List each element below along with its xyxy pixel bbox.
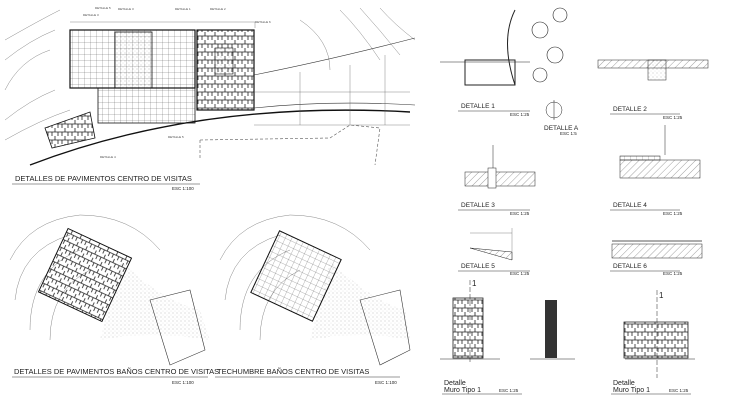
detail-5: DETALLE 5 ESC 1:25: [458, 228, 530, 276]
section-mark: 1: [659, 291, 664, 300]
detail-title: DETALLE 1: [461, 103, 495, 110]
detail-scale: ESC 1:25: [663, 271, 683, 276]
callout-label: DETALLE 1: [175, 7, 191, 11]
detail-scale: ESC 1:25: [663, 211, 683, 216]
muro-scale: ESC 1:25: [669, 388, 689, 393]
callout-label: DETALLE 5: [168, 135, 184, 139]
detail-scale: ESC 1:25: [510, 211, 530, 216]
detail-title: DETALLE 2: [613, 106, 647, 113]
section-mark: 1: [472, 279, 477, 288]
plan-banos-scale: ESC 1:100: [172, 380, 194, 385]
callout-label: DETALLE 6: [255, 20, 271, 24]
plan-techumbre: TECHUMBRE BAÑOS CENTRO DE VISITAS ESC 1:…: [215, 214, 411, 385]
muro-scale: ESC 1:25: [499, 388, 519, 393]
detail-6: DETALLE 6 ESC 1:25: [610, 240, 703, 276]
callout-label: DETALLE 2: [210, 7, 226, 11]
callout-label: DETALLE 5: [95, 6, 111, 10]
detail-4: DETALLE 4 ESC 1:25: [610, 125, 701, 216]
callout-label: DETALLE 4: [100, 155, 116, 159]
detail-title: DETALLE 3: [461, 202, 495, 209]
plan-techumbre-title: TECHUMBRE BAÑOS CENTRO DE VISITAS: [217, 367, 369, 376]
callout-label: DETALLE 3: [118, 7, 134, 11]
detail-scale: ESC 1:5: [560, 131, 577, 136]
plan-main-scale: ESC 1:100: [172, 186, 194, 191]
muro-title: Detalle: [613, 380, 635, 387]
muro-title: Detalle: [444, 380, 466, 387]
detail-3: DETALLE 3 ESC 1:25: [458, 145, 536, 216]
detail-a: DETALLE A ESC 1:5: [544, 100, 579, 136]
detail-2: DETALLE 2 ESC 1:25: [597, 59, 709, 120]
plan-banos: DETALLES DE PAVIMENTOS BAÑOS CENTRO DE V…: [9, 214, 219, 385]
detail-title: DETALLE 4: [613, 202, 647, 209]
plan-main: DETALLE 5 DETALLE 3 DETALLE 3 DETALLE 1 …: [4, 6, 416, 191]
callout-label: DETALLE 3: [83, 13, 99, 17]
muro-detail-right: 1 Detalle Muro Tipo 1 ESC 1:25: [611, 290, 695, 395]
plan-banos-title: DETALLES DE PAVIMENTOS BAÑOS CENTRO DE V…: [14, 367, 219, 376]
detail-scale: ESC 1:25: [510, 112, 530, 117]
muro-title: Muro Tipo 1: [613, 387, 650, 394]
detail-title: DETALLE A: [544, 125, 579, 132]
muro-detail-left: 1 Detalle Muro Tipo 1 ESC 1:25: [440, 279, 575, 395]
detail-scale: ESC 1:25: [510, 271, 530, 276]
plan-main-title: DETALLES DE PAVIMENTOS CENTRO DE VISITAS: [15, 174, 192, 183]
detail-title: DETALLE 6: [613, 263, 647, 270]
detail-scale: ESC 1:25: [663, 115, 683, 120]
detail-1: DETALLE 1 ESC 1:25: [440, 7, 568, 117]
plan-techumbre-scale: ESC 1:100: [375, 380, 397, 385]
detail-title: DETALLE 5: [461, 263, 495, 270]
muro-title: Muro Tipo 1: [444, 387, 481, 394]
